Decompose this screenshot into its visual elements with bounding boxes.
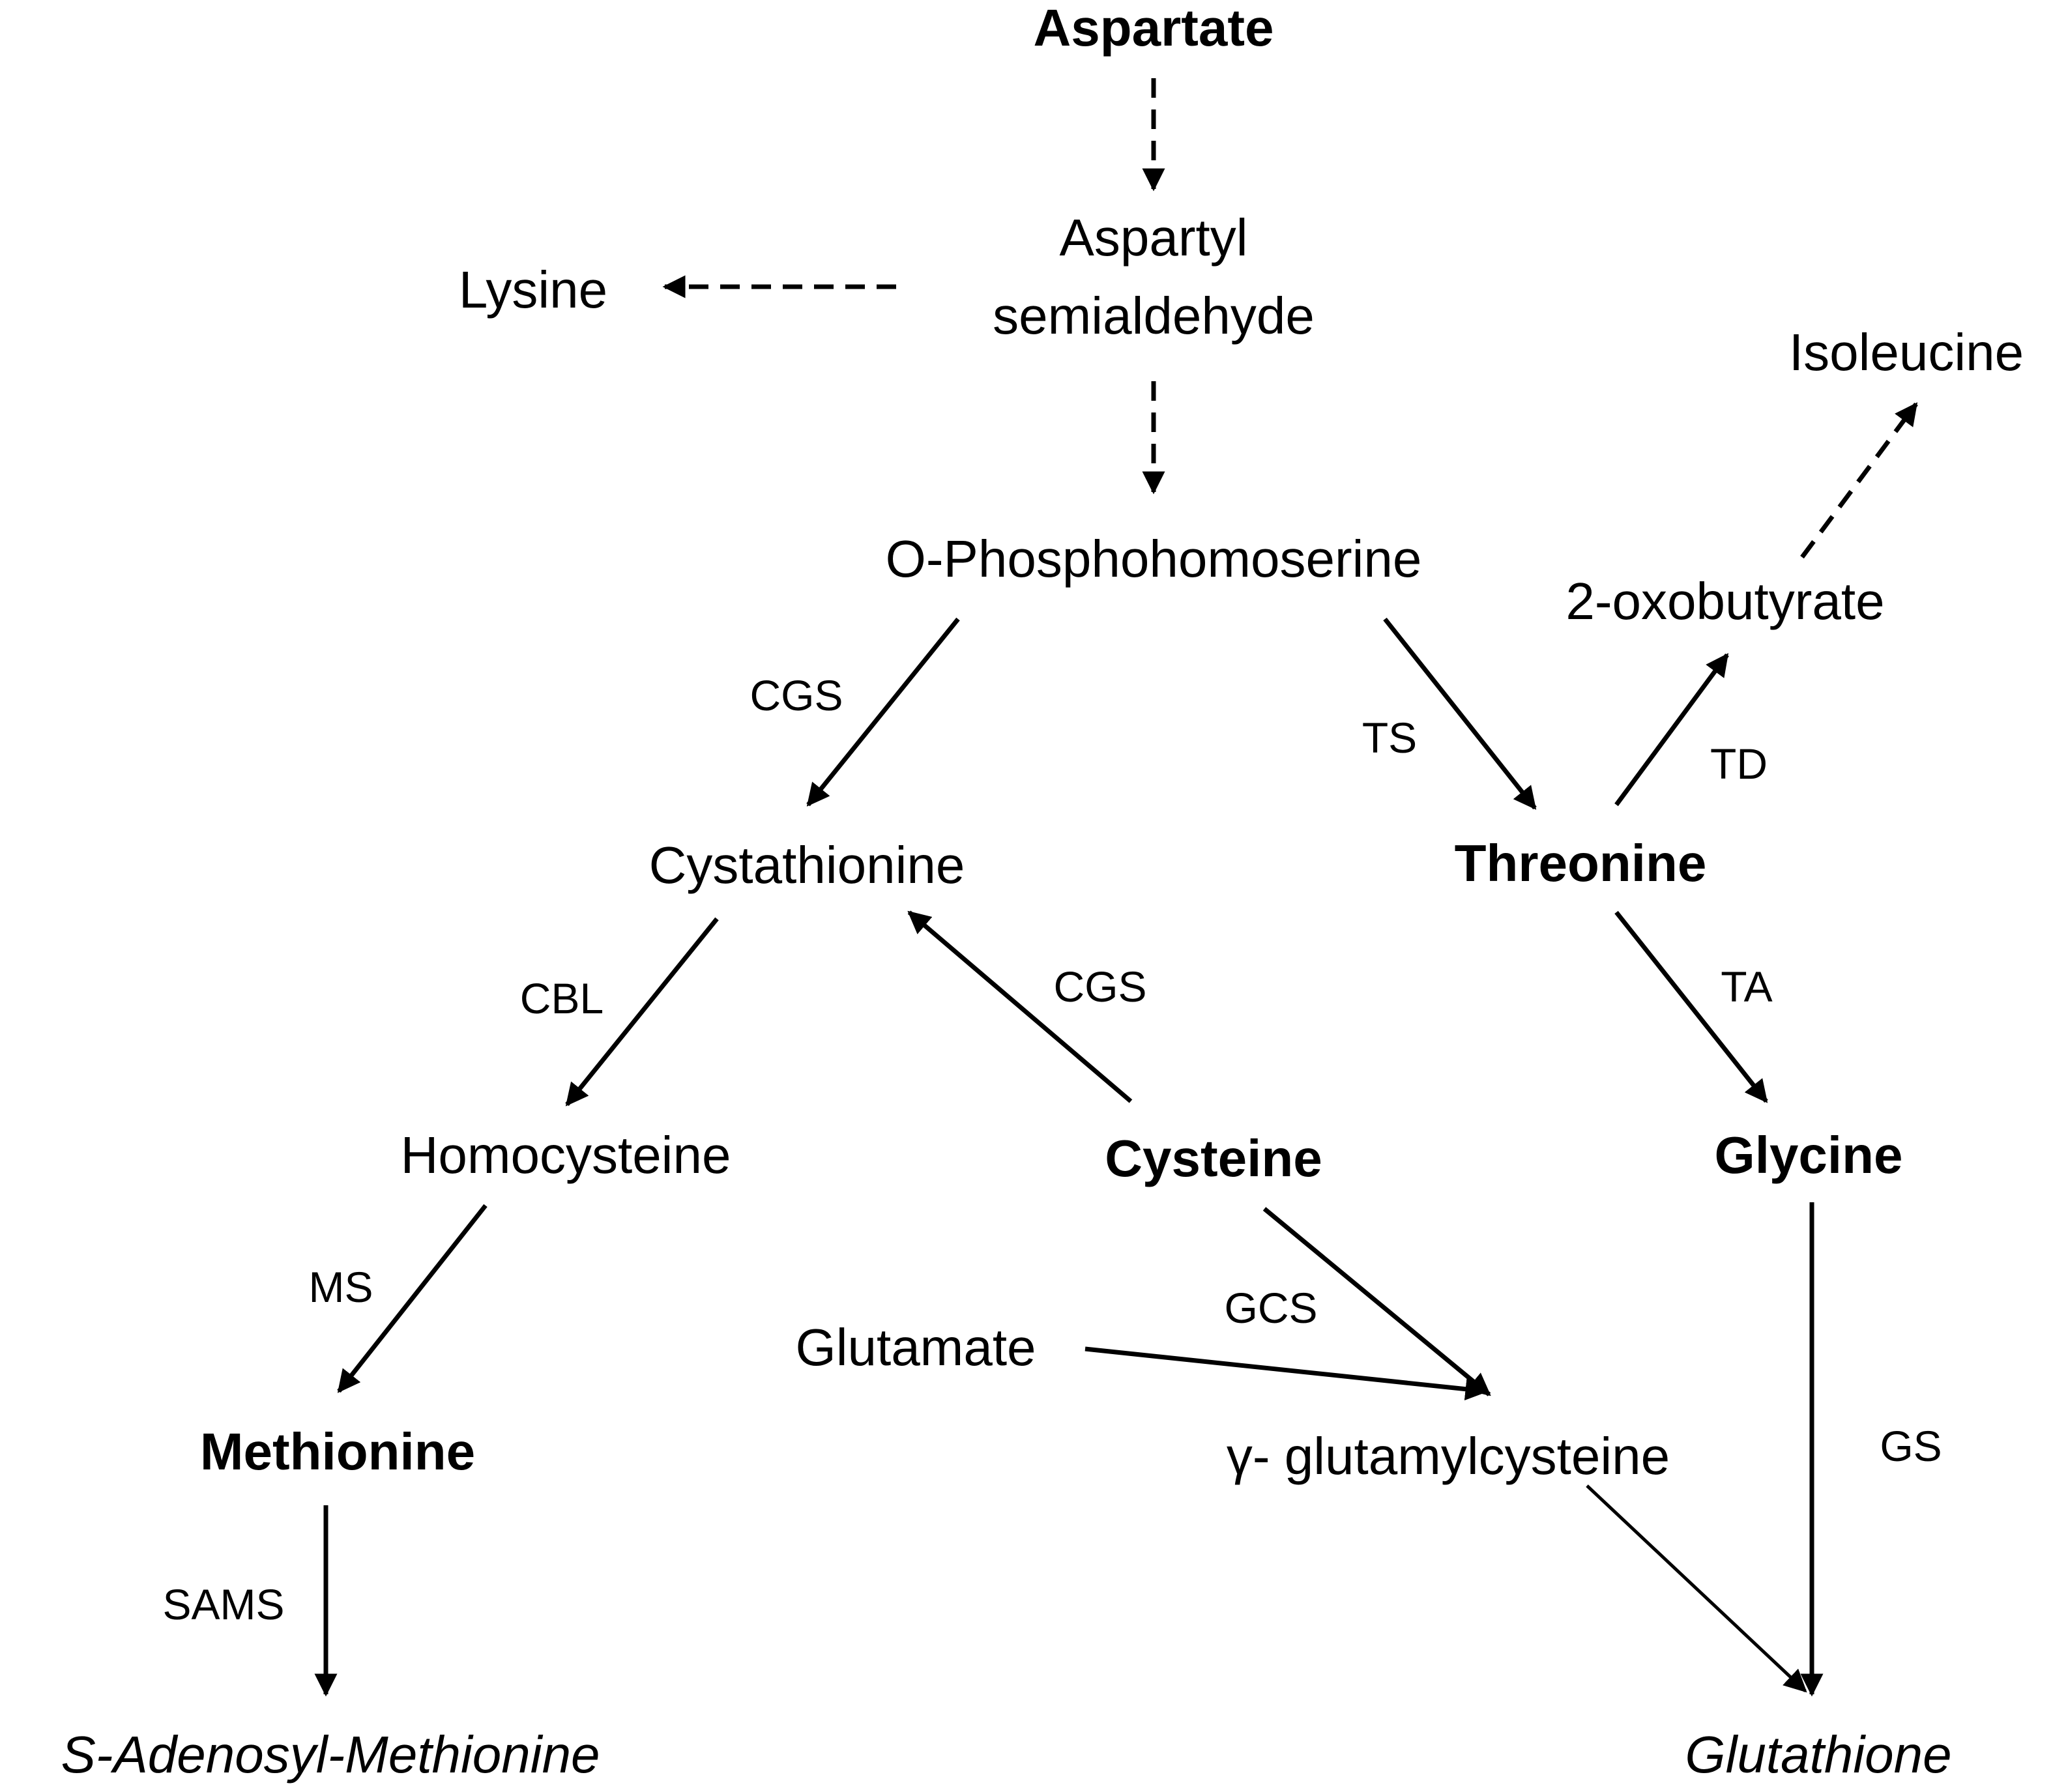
enzyme-ms: MS	[309, 1263, 373, 1311]
enzyme-gcs: GCS	[1224, 1284, 1317, 1332]
node-lysine: Lysine	[459, 261, 607, 319]
node-gamma-glutamylcysteine: γ- glutamylcysteine	[1227, 1427, 1670, 1485]
node-threonine: Threonine	[1455, 834, 1707, 892]
node-glutamate: Glutamate	[795, 1318, 1036, 1376]
arrow-o-phosphohomoserine-to-threonine	[1383, 617, 1537, 810]
enzyme-sams: SAMS	[162, 1580, 284, 1628]
node-cysteine: Cysteine	[1105, 1129, 1322, 1187]
enzyme-ta: TA	[1721, 962, 1772, 1011]
enzyme-td: TD	[1710, 740, 1768, 788]
node-2-oxobutyrate: 2-oxobutyrate	[1565, 572, 1884, 630]
node-aspartyl-semialdehyde-line1: Aspartyl	[1060, 209, 1248, 267]
node-cystathionine: Cystathionine	[649, 836, 965, 894]
node-aspartyl-semialdehyde-line2: semialdehyde	[993, 287, 1315, 345]
arrow-glutamylcysteine-to-glutathione	[1586, 1484, 1807, 1693]
arrow-homocysteine-to-methionine	[337, 1204, 488, 1393]
arrow-cysteine-to-glutamylcysteine	[1262, 1207, 1491, 1396]
arrow-cysteine-to-cystathionine	[907, 910, 1133, 1103]
arrow-oxobutyrate-to-isoleucine	[1800, 402, 1918, 559]
reaction-arrows	[314, 78, 1918, 1697]
node-homocysteine: Homocysteine	[401, 1126, 731, 1184]
node-methionine: Methionine	[200, 1423, 475, 1481]
arrow-cystathionine-to-homocysteine	[565, 917, 719, 1106]
arrow-o-phosphohomoserine-to-cystathionine	[806, 617, 960, 807]
enzyme-labels: CGS TS TD CBL CGS TA MS GCS GS SAMS	[162, 671, 1942, 1628]
enzyme-ts: TS	[1362, 714, 1417, 762]
node-s-adenosyl-methionine: S-Adenosyl-Methionine	[61, 1726, 600, 1784]
node-aspartate: Aspartate	[1033, 0, 1274, 57]
enzyme-cbl: CBL	[520, 974, 604, 1022]
node-isoleucine: Isoleucine	[1789, 323, 2024, 381]
node-glycine: Glycine	[1714, 1126, 1902, 1184]
enzyme-cgs-lower: CGS	[1053, 962, 1146, 1011]
arrow-threonine-to-oxobutyrate	[1614, 653, 1729, 807]
enzyme-gs: GS	[1880, 1422, 1942, 1470]
node-o-phosphohomoserine: O-Phosphohomoserine	[886, 530, 1422, 588]
metabolite-labels: Aspartate Aspartyl semialdehyde Lysine I…	[61, 0, 2024, 1784]
arrow-threonine-to-glycine	[1614, 910, 1768, 1103]
arrow-glutamate-to-glutamylcysteine	[1085, 1346, 1489, 1401]
node-glutathione: Glutathione	[1685, 1726, 1951, 1784]
enzyme-cgs-upper: CGS	[750, 671, 843, 719]
